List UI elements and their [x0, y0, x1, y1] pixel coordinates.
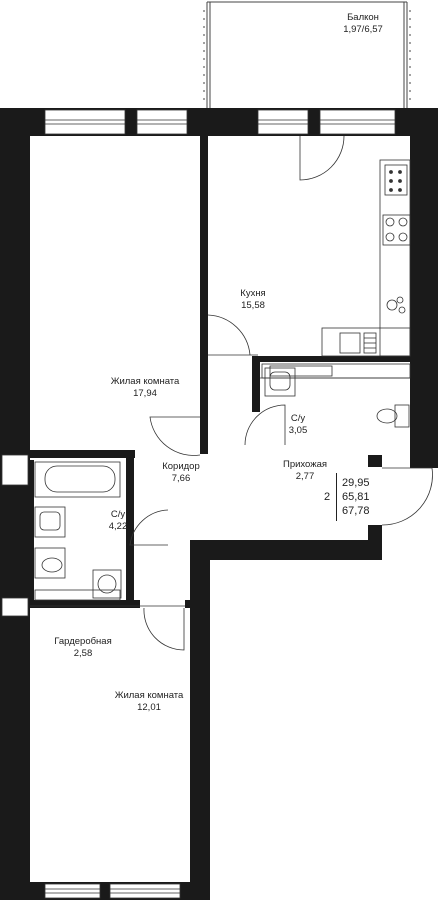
- room-area: 1,97/6,57: [343, 24, 383, 35]
- room-area: 12,01: [137, 702, 161, 713]
- room-area: 2,77: [295, 471, 315, 482]
- room-area: 7,66: [171, 473, 191, 484]
- room-name: С/у: [290, 413, 306, 424]
- room-area: 15,58: [241, 300, 265, 311]
- balcony: [203, 1, 411, 108]
- room-name: С/у: [110, 509, 126, 520]
- area-summary-box: 2 29,95 65,81 67,78: [318, 473, 380, 521]
- room-label-hall: Прихожая 2,77: [275, 459, 335, 483]
- interior-walls: [30, 136, 416, 608]
- room-name: Гардеробная: [54, 636, 112, 647]
- doors: [129, 135, 433, 651]
- rooms-count: 2: [318, 473, 337, 521]
- room-name: Коридор: [162, 461, 200, 472]
- room-label-kitchen: Кухня 15,58: [222, 288, 284, 312]
- room-name: Прихожая: [282, 459, 328, 470]
- room-label-living-room-1: Жилая комната 17,94: [100, 376, 190, 400]
- total-area-with-balcony: 67,78: [342, 505, 370, 517]
- room-name: Жилая комната: [114, 690, 184, 701]
- room-label-bathroom-large: С/у 4,22: [98, 509, 138, 533]
- living-area: 29,95: [342, 477, 370, 489]
- area-values: 29,95 65,81 67,78: [342, 476, 370, 518]
- windows: [1, 109, 396, 899]
- room-name: Кухня: [240, 288, 266, 299]
- room-area: 4,22: [108, 521, 128, 532]
- room-label-bathroom-small: С/у 3,05: [278, 413, 318, 437]
- bathroom-large-fixtures: [34, 461, 122, 601]
- room-name: Балкон: [347, 12, 379, 23]
- room-name: Жилая комната: [110, 376, 180, 387]
- room-label-balcony: Балкон 1,97/6,57: [330, 12, 396, 36]
- room-area: 3,05: [288, 425, 308, 436]
- room-area: 2,58: [73, 648, 93, 659]
- room-label-wardrobe: Гардеробная 2,58: [46, 636, 120, 660]
- room-label-living-room-2: Жилая комната 12,01: [104, 690, 194, 714]
- kitchen-fixtures: [321, 159, 411, 357]
- partition-lines: [30, 377, 410, 607]
- total-area: 65,81: [342, 491, 370, 503]
- room-area: 17,94: [133, 388, 157, 399]
- room-label-corridor: Коридор 7,66: [150, 461, 212, 485]
